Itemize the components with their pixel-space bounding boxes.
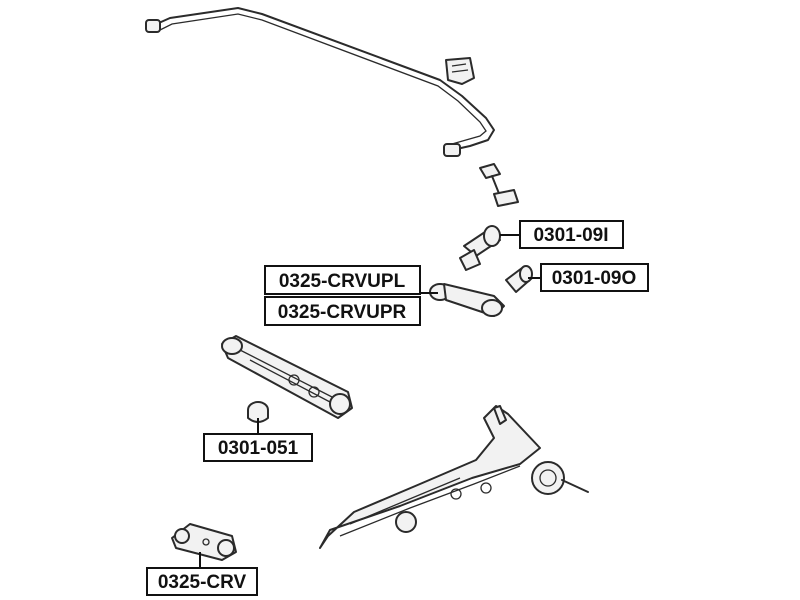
label-0301-051: 0301-051 <box>203 433 313 462</box>
stabilizer-bar <box>145 7 495 157</box>
label-0301-09o-text: 0301-09O <box>552 268 637 289</box>
label-0301-09o: 0301-09O <box>540 263 649 292</box>
bushing-09i <box>459 225 501 271</box>
compensator-arm <box>171 523 237 561</box>
label-0325-crv: 0325-CRV <box>146 567 258 596</box>
label-0301-09i: 0301-09I <box>519 220 624 249</box>
upper-control-arm <box>429 283 505 317</box>
label-0301-09i-text: 0301-09I <box>533 225 608 246</box>
lower-control-arm <box>221 335 353 419</box>
label-0325-crvupl-text: 0325-CRVUPL <box>279 271 406 292</box>
trailing-arm <box>319 405 589 549</box>
stabilizer-bushing <box>445 57 475 85</box>
label-0301-051-text: 0301-051 <box>218 438 299 459</box>
stabilizer-link <box>479 163 519 207</box>
label-0325-crv-text: 0325-CRV <box>158 572 247 593</box>
label-0325-crvup: 0325-CRVUPL 0325-CRVUPR <box>264 265 421 326</box>
label-0325-crvupr-text: 0325-CRVUPR <box>278 302 407 323</box>
bushing-09o <box>505 265 533 293</box>
